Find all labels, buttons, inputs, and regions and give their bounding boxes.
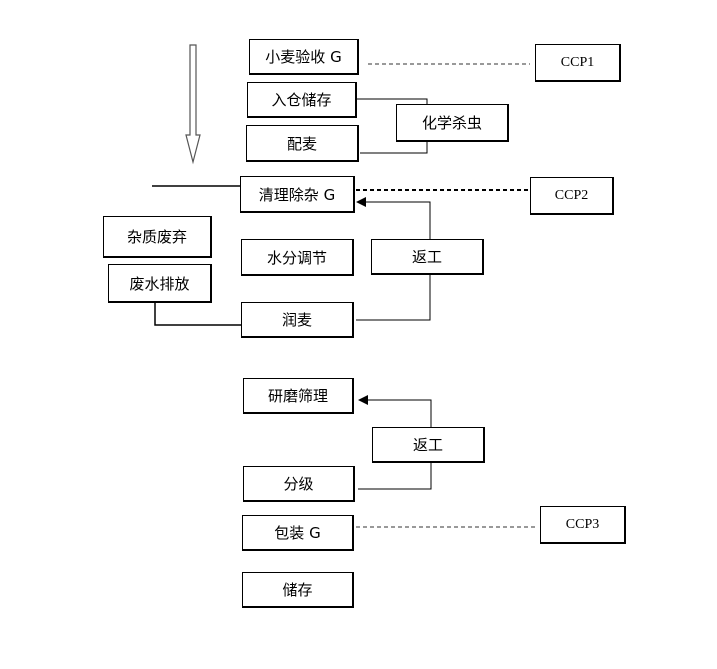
step-wastewater-discharge: 废水排放	[108, 264, 212, 303]
ccp2-label: CCP2	[530, 177, 614, 215]
step-rework-2: 返工	[372, 427, 485, 463]
step-rework-1: 返工	[371, 239, 484, 275]
step-chemical-pest-control: 化学杀虫	[396, 104, 509, 142]
step-warehouse-storage: 入仓储存	[247, 82, 357, 118]
step-impurity-disposal: 杂质废弃	[103, 216, 212, 258]
step-grading: 分级	[243, 466, 355, 502]
rework2-arrowhead-icon	[358, 395, 368, 405]
step-moisture-adjustment: 水分调节	[241, 239, 354, 276]
step-wheat-acceptance: 小麦验收 G	[249, 39, 359, 75]
ccp1-label: CCP1	[535, 44, 621, 82]
wastewater-bracket	[154, 302, 242, 326]
step-cleaning-impurity-removal: 清理除杂 G	[240, 176, 355, 213]
step-grinding-sifting: 研磨筛理	[243, 378, 354, 414]
step-wheat-blending: 配麦	[246, 125, 359, 162]
flow-direction-arrow-icon	[185, 44, 201, 165]
step-storage: 储存	[242, 572, 354, 608]
ccp3-label: CCP3	[540, 506, 626, 544]
step-packaging: 包装 G	[242, 515, 354, 551]
step-tempering: 润麦	[241, 302, 354, 338]
rework1-arrowhead-icon	[356, 197, 366, 207]
